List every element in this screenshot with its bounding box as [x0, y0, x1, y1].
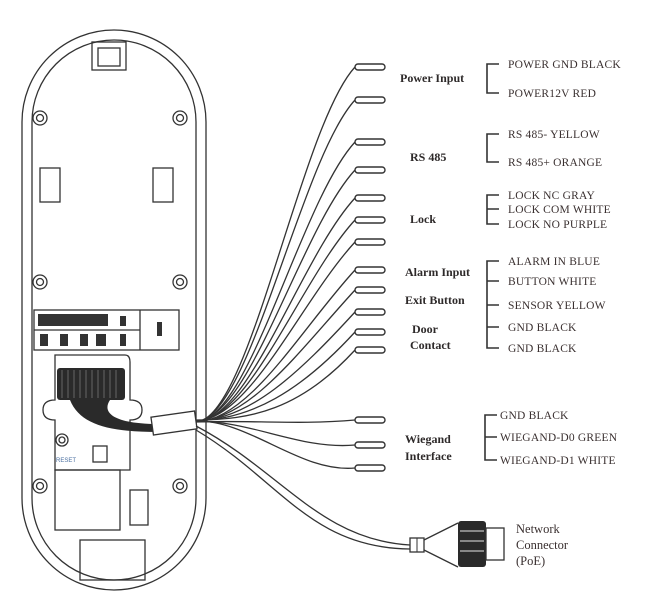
labels: Power Input POWER GND BLACK POWER12V RED RS…: [400, 59, 621, 467]
wire-terminal: [354, 464, 386, 472]
bracket: [486, 63, 499, 94]
network-label-line1: Network: [516, 522, 560, 536]
wire-terminal: [354, 166, 386, 174]
wire-color-label: GND BLACK: [500, 410, 569, 422]
wire: [195, 66, 356, 423]
wire: [195, 169, 356, 423]
network-connector: Network Connector (PoE): [195, 425, 569, 568]
wire: [195, 219, 356, 423]
group-label: Power Input: [400, 71, 464, 85]
wire-terminal: [354, 63, 386, 71]
wire: [195, 420, 356, 469]
wire-terminal: [354, 286, 386, 294]
wire-color-label: WIEGAND-D1 WHITE: [500, 455, 616, 467]
wire-color-label: POWER12V RED: [508, 88, 596, 100]
wire-color-label: SENSOR YELLOW: [508, 300, 606, 312]
wire-color-label: POWER GND BLACK: [508, 59, 621, 71]
network-label-line2: Connector: [516, 538, 569, 552]
wire: [195, 269, 356, 423]
wire-terminal: [354, 216, 386, 224]
wire-terminal: [354, 266, 386, 274]
wire-color-label: GND BLACK: [508, 343, 577, 355]
group-label: Lock: [410, 212, 436, 226]
wire: [195, 197, 356, 423]
group-label: RS 485: [410, 150, 446, 164]
cable-sleeve: [150, 410, 198, 436]
wire: [195, 99, 356, 423]
wire-color-label: RS 485- YELLOW: [508, 129, 600, 141]
wire-terminal: [354, 238, 386, 246]
bracket: [486, 133, 499, 163]
wire: [195, 349, 356, 421]
terminal-block: [33, 309, 180, 351]
wire-terminal: [354, 416, 386, 424]
bracket: [486, 194, 499, 225]
group-label: Interface: [405, 449, 452, 463]
wire-terminal: [354, 346, 386, 354]
wire-terminal: [354, 308, 386, 316]
network-label-line3: (PoE): [516, 554, 545, 568]
wire-terminal: [354, 441, 386, 449]
screw-holes: [32, 110, 188, 494]
wire: [195, 241, 356, 422]
wire-terminal: [354, 138, 386, 146]
group-label: Door: [412, 322, 439, 336]
wire-color-label: ALARM IN BLUE: [508, 256, 600, 268]
wire-color-label: WIEGAND-D0 GREEN: [500, 432, 618, 444]
wire-color-label: LOCK NC GRAY: [508, 190, 595, 202]
wire-terminal: [354, 328, 386, 336]
wire: [195, 420, 356, 447]
wire-color-label: LOCK COM WHITE: [508, 204, 611, 216]
wire-color-label: BUTTON WHITE: [508, 276, 597, 288]
group-label: Alarm Input: [405, 265, 470, 279]
group-label: Contact: [410, 338, 451, 352]
wire: [195, 141, 356, 423]
bracket: [484, 414, 497, 461]
group-label: Wiegand: [405, 432, 451, 446]
device-back-plate: RESET: [21, 29, 207, 591]
wire-terminal: [354, 194, 386, 202]
group-label: Exit Button: [405, 293, 465, 307]
reset-label: RESET: [56, 458, 76, 464]
wire: [195, 419, 356, 423]
wire-color-label: GND BLACK: [508, 322, 577, 334]
bracket: [486, 260, 499, 349]
wire-color-label: RS 485+ ORANGE: [508, 157, 602, 169]
wire-terminal: [354, 96, 386, 104]
wires: [195, 63, 386, 472]
wire-color-label: LOCK NO PURPLE: [508, 219, 607, 231]
